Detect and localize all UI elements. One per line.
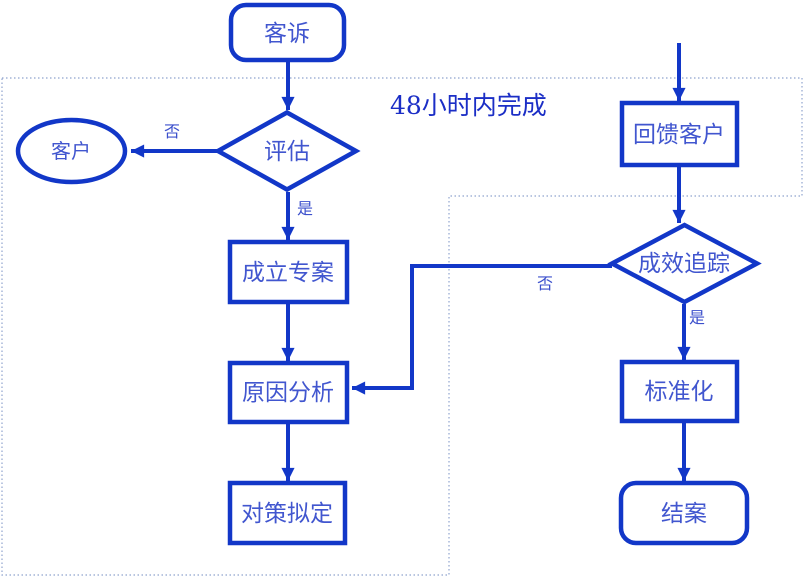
edge-label-tracking-no: 否 — [537, 274, 553, 293]
node-project — [227, 239, 350, 305]
node-tracking — [607, 222, 762, 305]
node-complaint-label: 客诉 — [264, 21, 310, 47]
node-countermeasure-label: 对策拟定 — [241, 501, 333, 527]
node-project-label: 成立专案 — [242, 260, 334, 286]
node-tracking-label: 成效追踪 — [638, 251, 730, 277]
node-evaluate — [213, 109, 361, 193]
node-close-label: 结案 — [661, 501, 707, 527]
edge-tracking-no-to-analysis — [352, 264, 612, 395]
node-customer — [15, 117, 128, 185]
sla-zone-border — [1, 77, 803, 576]
node-complaint — [228, 2, 347, 63]
node-feedback — [619, 100, 740, 168]
node-feedback-label: 回馈客户 — [633, 122, 725, 148]
node-evaluate-label: 评估 — [264, 139, 310, 165]
node-customer-label: 客户 — [51, 139, 91, 163]
edge-label-evaluate-yes: 是 — [297, 199, 313, 218]
node-countermeasure — [227, 480, 348, 546]
edge-label-evaluate-no: 否 — [164, 122, 180, 141]
node-analysis-label: 原因分析 — [242, 380, 334, 406]
node-standardize-label: 标准化 — [645, 379, 714, 405]
node-close — [618, 480, 750, 546]
edge-label-tracking-yes: 是 — [689, 308, 705, 327]
node-analysis — [227, 360, 350, 425]
sla-zone-label: 48小时内完成 — [390, 91, 547, 120]
node-standardize — [619, 359, 740, 424]
